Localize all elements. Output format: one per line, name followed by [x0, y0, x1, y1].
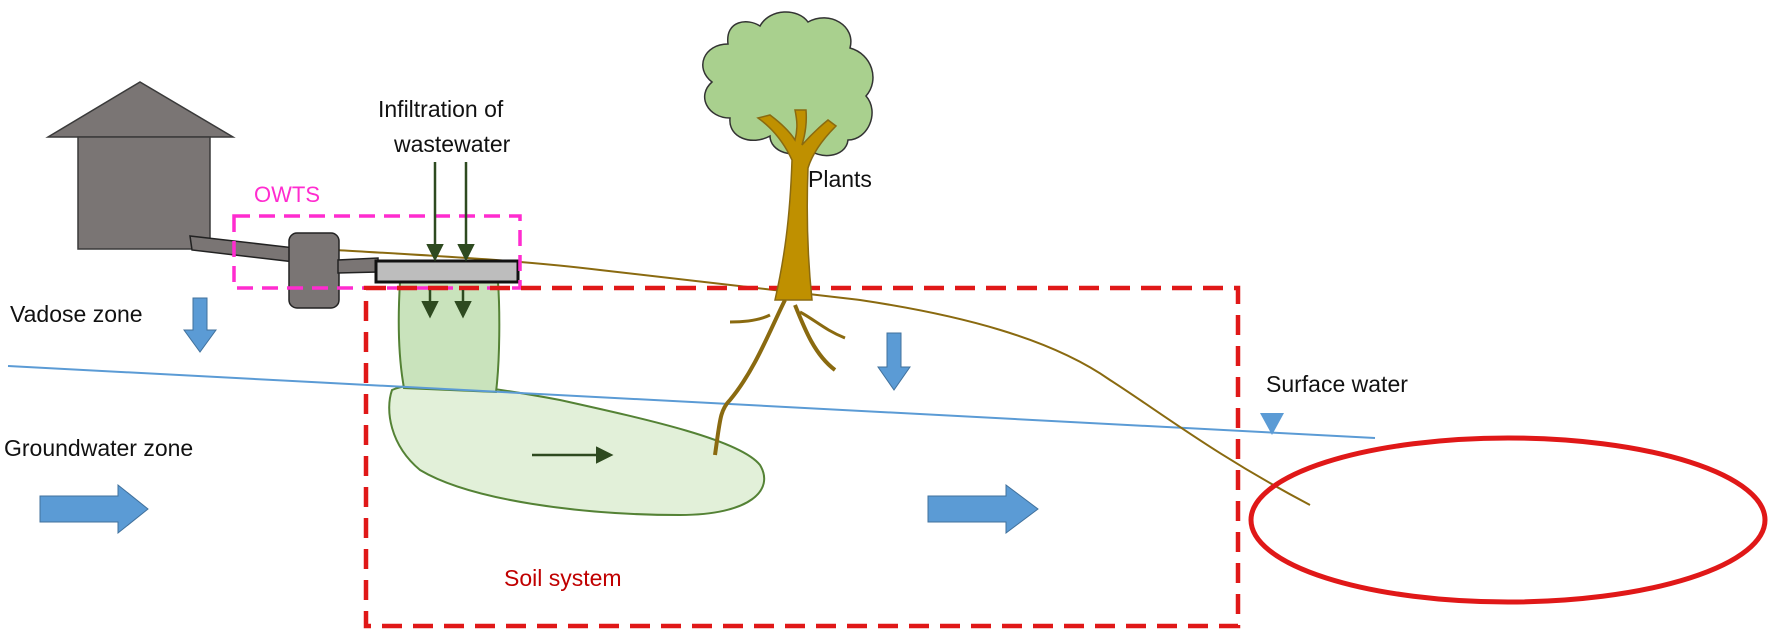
infiltration-label-line1: Infiltration of [378, 96, 504, 122]
vadose-flow-arrow-right [877, 332, 911, 391]
plume-upper [397, 281, 501, 394]
infiltration-label-line2: wastewater [393, 131, 511, 157]
water-table-line [7, 365, 1376, 439]
soil-system-label: Soil system [504, 565, 622, 591]
vadose-flow-arrow-left [183, 297, 217, 353]
inlet-pipe [189, 235, 296, 263]
owts-label: OWTS [254, 182, 320, 207]
outlet-pipe [337, 257, 379, 274]
surface-water-label: Surface water [1266, 371, 1408, 397]
vadose-zone-label: Vadose zone [10, 301, 143, 327]
groundwater-flow-arrow-right [927, 484, 1039, 534]
plants-label: Plants [808, 166, 872, 192]
surface-water-ellipse [1248, 435, 1768, 605]
septic-tank-icon [288, 232, 340, 309]
drain-field [374, 259, 520, 284]
groundwater-flow-arrow-left [39, 483, 149, 535]
water-table-marker-icon [1260, 413, 1284, 435]
house-icon [45, 81, 236, 250]
groundwater-zone-label: Groundwater zone [4, 435, 193, 461]
tree-icon [702, 11, 874, 456]
